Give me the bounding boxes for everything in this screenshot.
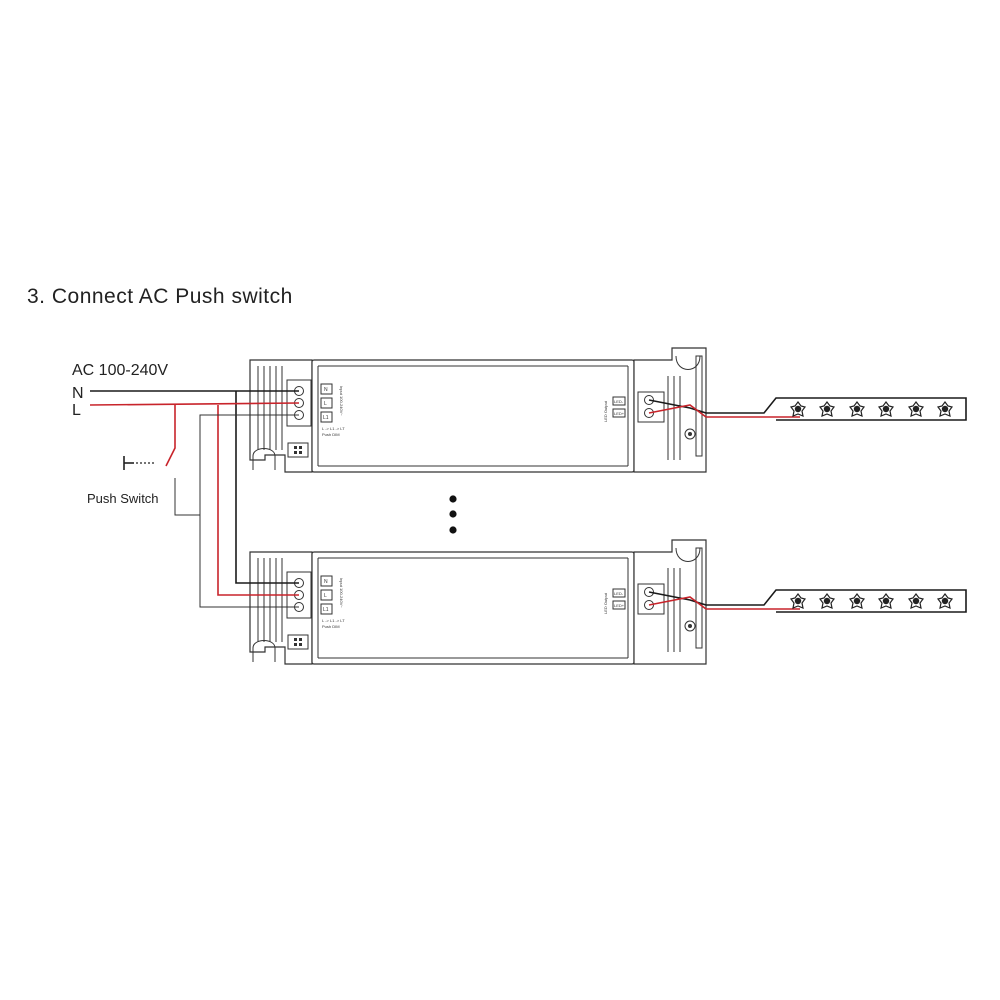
driver-upper-push-dim-label: Push DIM [322, 432, 340, 437]
led-icon [790, 401, 806, 417]
led-icon [819, 401, 835, 417]
driver-lower-led-plus: LED+ [614, 603, 625, 608]
driver-upper-output-caption: LED Output [603, 400, 608, 422]
driver-lower-led-minus: LED- [614, 591, 624, 596]
live-label: L [72, 402, 81, 419]
push-switch-symbol [123, 456, 156, 470]
driver-lower: N L L1 Input 100-240V~ L -> L1 -> LT Pus… [249, 539, 707, 665]
led-icon [937, 401, 953, 417]
led-icon [878, 593, 894, 609]
driver-upper-led-plus: LED+ [614, 411, 625, 416]
driver-lower-terminal-l: L [324, 593, 327, 599]
led-strip-lower [648, 589, 967, 613]
driver-lower-terminal-l1: L1 [323, 607, 329, 613]
driver-lower-push-dim-label: Push DIM [322, 624, 340, 629]
driver-upper-terminal-n: N [324, 387, 328, 393]
input-wiring [89, 390, 300, 608]
driver-upper: N L L1 Input 100-240V~ L -> L1 -> LT Pus… [249, 347, 707, 473]
diagram-title: 3. Connect AC Push switch [27, 285, 293, 308]
driver-lower-input-caption: Input 100-240V~ [339, 578, 344, 608]
driver-lower-l-l1-label: L -> L1 -> LT [322, 618, 345, 623]
more-drivers-ellipsis-icon [449, 495, 457, 534]
led-icon [849, 401, 865, 417]
led-strip-upper [648, 397, 967, 421]
led-icon [878, 401, 894, 417]
driver-upper-l-l1-label: L -> L1 -> LT [322, 426, 345, 431]
driver-lower-output-caption: LED Output [603, 592, 608, 614]
led-icon [937, 593, 953, 609]
led-icon [819, 593, 835, 609]
led-icon [849, 593, 865, 609]
driver-upper-led-minus: LED- [614, 399, 624, 404]
led-icon [790, 593, 806, 609]
driver-upper-terminal-l1: L1 [323, 415, 329, 421]
driver-lower-terminal-n: N [324, 579, 328, 585]
led-icon [908, 401, 924, 417]
push-switch-label: Push Switch [87, 491, 159, 506]
neutral-label: N [72, 385, 84, 402]
driver-upper-input-caption: Input 100-240V~ [339, 386, 344, 416]
driver-upper-terminal-l: L [324, 401, 327, 407]
led-icon [908, 593, 924, 609]
supply-voltage-label: AC 100-240V [72, 362, 168, 379]
